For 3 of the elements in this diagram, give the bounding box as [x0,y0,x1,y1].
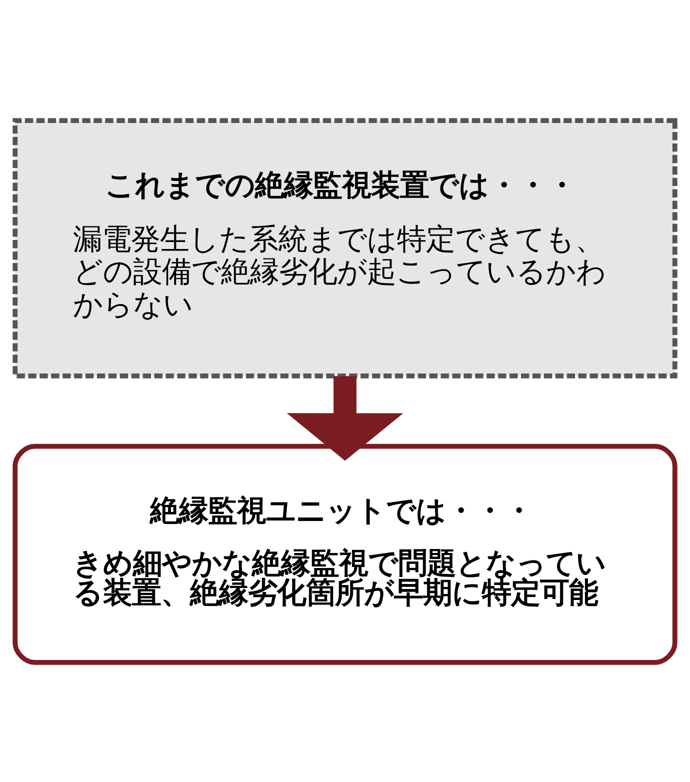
node-box: 絶縁監視ユニットでは・・・ きめ細やかな絶縁監視で問題となっている装置、絶縁劣化箇所が早期に特定可能 [12,443,678,664]
node-box: これまでの絶縁監視装置では・・・ 漏電発生した系統までは特定できても、どの設備で絶縁劣化が起こっているかわからない [12,118,678,378]
arrow [286,376,404,460]
